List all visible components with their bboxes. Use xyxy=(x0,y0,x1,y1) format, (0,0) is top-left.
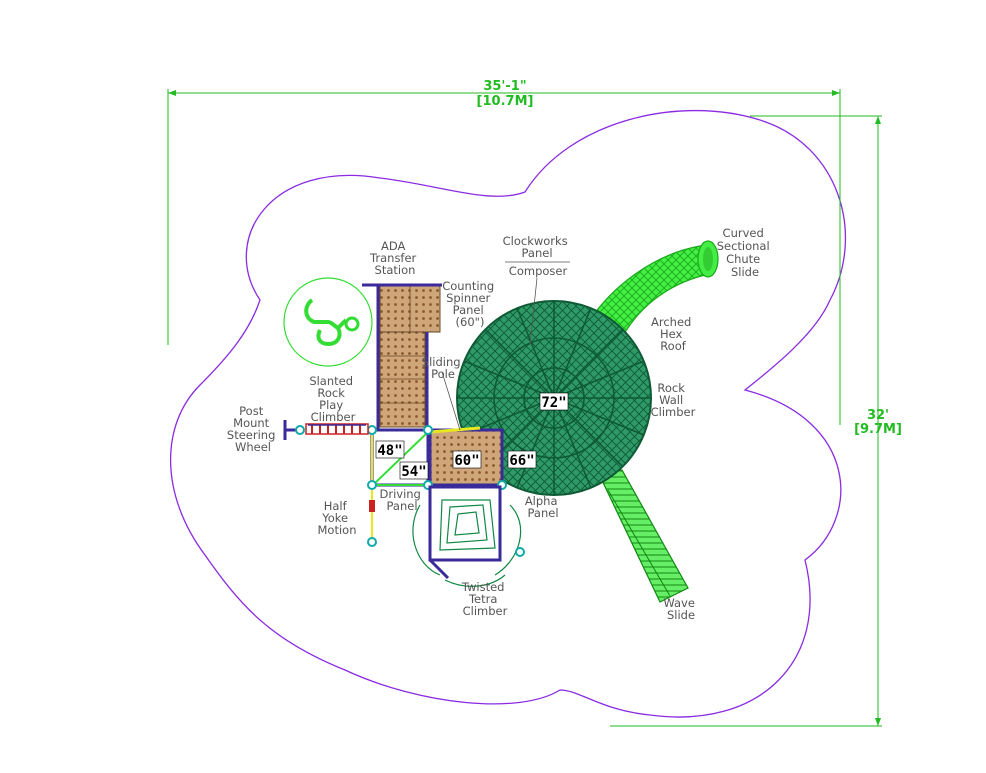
label-driving-panel: Driving Panel xyxy=(379,487,424,513)
deck-height-labels: 48" 54" 60" 66" 72" xyxy=(375,392,569,480)
twisted-tetra-climber xyxy=(412,485,525,587)
leader-lines xyxy=(441,261,570,431)
depth-dimension: 32' [9.7M] xyxy=(610,115,902,727)
label-alpha-panel: Alpha Panel xyxy=(525,494,561,520)
height-66: 66" xyxy=(509,453,534,469)
depth-m-label: [9.7M] xyxy=(854,422,902,437)
label-sliding-pole: Sliding Pole xyxy=(422,355,464,381)
width-ft-label: 35'-1" xyxy=(483,79,526,94)
ada-transfer-deck xyxy=(362,283,442,430)
label-arched-hex-roof: Arched Hex Roof xyxy=(651,315,695,353)
label-wave-slide: Wave Slide xyxy=(663,596,698,622)
label-rock-wall-climber: Rock Wall Climber xyxy=(651,381,696,419)
label-composer: Composer xyxy=(509,264,568,278)
slanted-rock-climber xyxy=(305,423,369,435)
width-m-label: [10.7M] xyxy=(477,94,534,109)
label-steering-wheel: Post Mount Steering Wheel xyxy=(227,404,279,454)
label-half-yoke-motion: Half Yoke Motion xyxy=(318,499,357,537)
label-curved-chute-slide: Curved Sectional Chute Slide xyxy=(717,226,774,279)
height-60: 60" xyxy=(454,453,479,469)
curved-chute-slide xyxy=(589,240,719,346)
site-boundary xyxy=(169,109,847,718)
label-clockworks-panel: Clockworks Panel xyxy=(503,234,572,260)
height-72: 72" xyxy=(541,395,566,411)
label-twisted-tetra-climber: Twisted Tetra Climber xyxy=(461,580,508,618)
ada-symbol xyxy=(283,277,373,367)
label-counting-spinner-panel: Counting Spinner Panel (60") xyxy=(442,279,498,329)
component-labels: ADA Transfer Station Counting Spinner Pa… xyxy=(227,226,774,622)
depth-ft-label: 32' xyxy=(867,408,889,423)
steering-wheel-post xyxy=(283,420,305,440)
height-54: 54" xyxy=(401,464,426,480)
width-dimension: 35'-1" [10.7M] xyxy=(167,79,841,425)
height-48: 48" xyxy=(377,443,402,459)
wave-slide xyxy=(597,469,689,603)
label-ada-transfer-station: ADA Transfer Station xyxy=(369,239,420,277)
label-slanted-rock-climber: Slanted Rock Play Climber xyxy=(309,374,356,424)
